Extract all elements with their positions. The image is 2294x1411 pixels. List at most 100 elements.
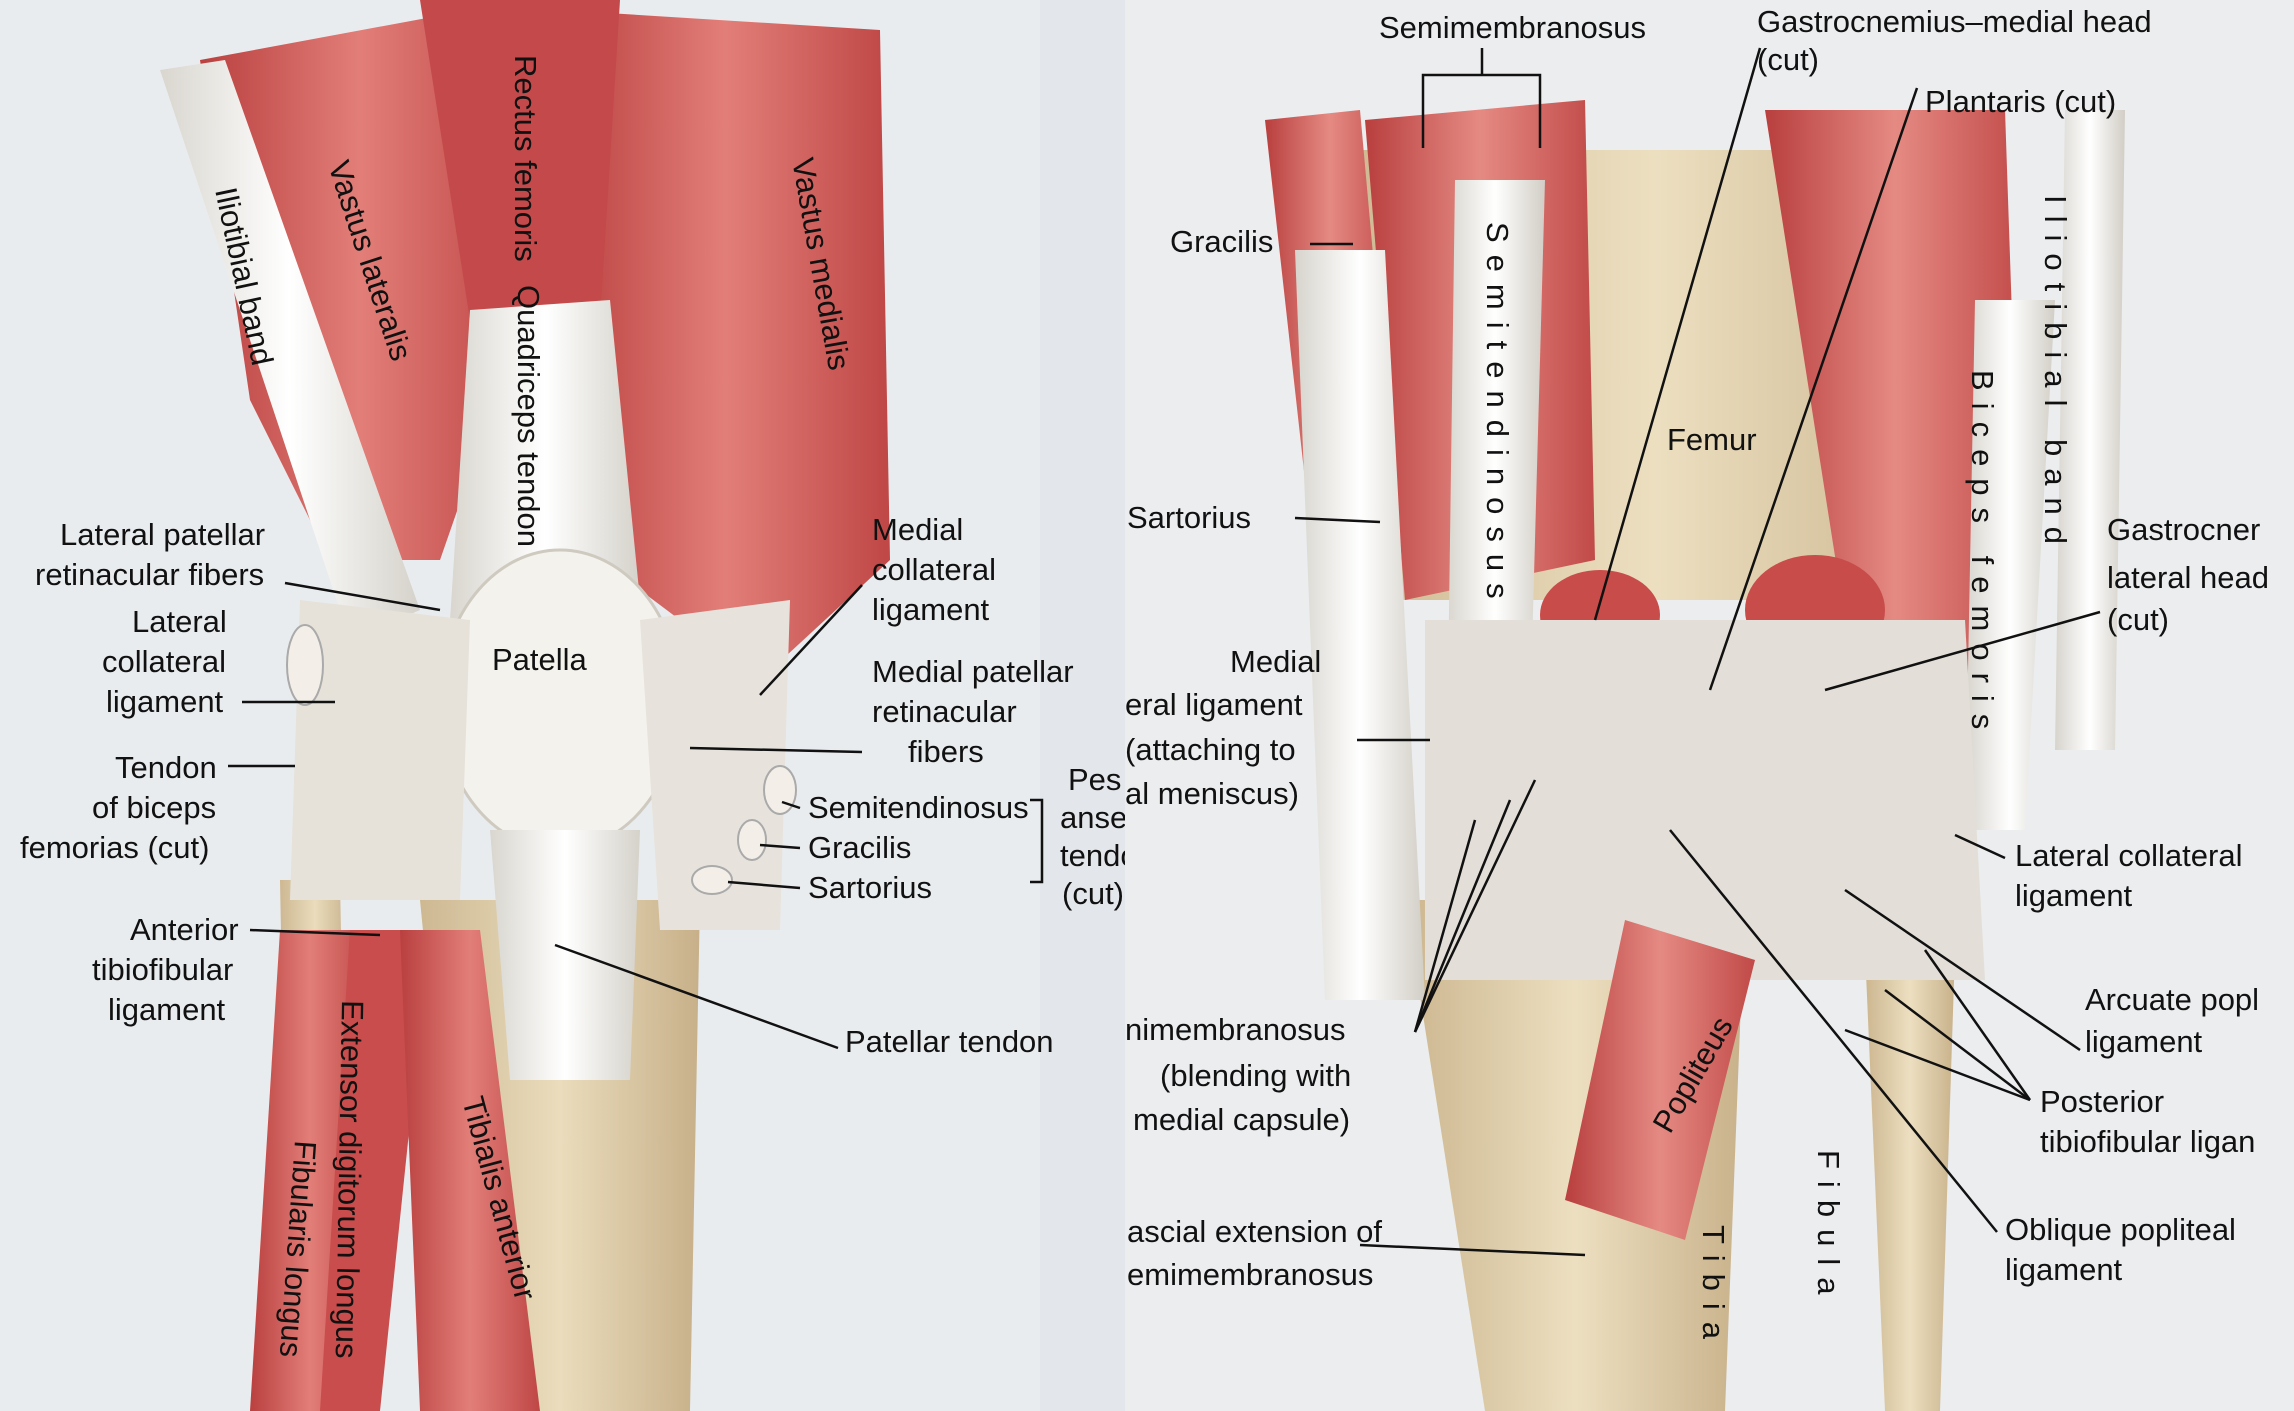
leader-medial-patellar [689,746,863,754]
label-gastroc-lateral-2: lateral head [2107,560,2269,595]
leader-plantaris [1708,87,1919,691]
label-fascial-2: emimembranosus [1127,1257,1373,1292]
gracilis-stump [737,819,767,861]
label-semitendinosus-vertical: Semitendinosus [1480,222,1515,611]
label-arcuate-1: Arcuate popl [2085,982,2259,1017]
label-gastroc-medial-2: (cut) [1757,42,1819,77]
label-iliotibial-vertical: Iliotibial band [2038,195,2073,556]
label-medial-collateral-3: (attaching to [1125,732,1296,767]
label-medial-patellar-3: fibers [908,734,984,769]
label-lateral-collateral-2: collateral [102,644,226,679]
label-semitendinosus: Semitendinosus [808,790,1029,825]
label-anterior-tibiofibular-3: ligament [108,992,226,1027]
leader-medial-collateral [759,584,863,696]
biceps-tendon-stump [286,624,324,706]
biceps-tendon [1965,300,2055,830]
label-arcuate-2: ligament [2085,1024,2203,1059]
leader-patellar-tendon [554,943,839,1050]
patellar-tendon-shape [490,830,640,1080]
label-lateral-collateral-2: ligament [2015,878,2133,913]
sartorius-tendon [1295,250,1425,1000]
leader-semimem-blend-b [1413,799,1512,1033]
label-pes-3: tendon [1060,838,1125,873]
label-medial-patellar-1: Medial patellar [872,654,1074,689]
label-medial-collateral-4: al meniscus) [1125,776,1299,811]
label-gracilis: Gracilis [808,830,911,865]
label-medial-collateral-1: Medial [872,512,963,547]
quadriceps-tendon-shape [450,300,640,620]
label-gastroc-lateral-3: (cut) [2107,602,2169,637]
leader-semitendinosus [781,800,801,810]
label-biceps-vertical: Biceps femoris [1965,370,2000,741]
label-anterior-tibiofibular-1: Anterior [130,912,239,947]
leader-arcuate [1844,888,2081,1052]
background-page-text [1040,0,1125,1411]
label-femur: Femur [1667,422,1757,457]
leader-posterior-tibiofibular-b [1884,989,2031,1101]
posterior-knee-illustration: Semitendinosus Iliotibial band Biceps fe… [1125,4,2269,1411]
sartorius-stump [691,865,733,895]
label-tibia: Tibia [1696,1225,1731,1351]
label-medial-patellar-2: retinacular [872,694,1017,729]
label-lateral-collateral-3: ligament [106,684,224,719]
leader-gracilis [759,843,801,850]
label-pes-1: Pes [1068,762,1121,797]
label-oblique-1: Oblique popliteal [2005,1212,2236,1247]
label-sartorius: Sartorius [1127,500,1251,535]
label-lateral-collateral-1: Lateral [132,604,227,639]
leader-gastroc-medial [1593,47,1762,621]
label-plantaris: Plantaris (cut) [1925,84,2116,119]
label-anterior-tibiofibular-2: tibiofibular [92,952,233,987]
leader-sartorius [727,880,801,890]
label-patellar-tendon: Patellar tendon [845,1024,1054,1059]
leader-semimem-blend-c [1413,779,1537,1033]
label-semimem-blend-1: nimembranosus [1125,1012,1346,1047]
extensor-digitorum-muscle [320,930,430,1411]
label-gastroc-medial-1: Gastrocnemius–medial head [1757,4,2152,39]
fibula-bone [1865,950,1955,1411]
label-rectus-femoris: Rectus femoris [508,55,543,262]
label-pes-4: (cut) [1062,876,1124,911]
leader-semimem-blend-a [1413,819,1477,1033]
label-tendon-biceps-3: femorias (cut) [20,830,209,865]
label-medial-collateral-1: Medial [1230,644,1321,679]
label-fibula: Fibula [1811,1150,1846,1306]
label-semimem-blend-2: (blending with [1160,1058,1351,1093]
label-semimem-blend-3: medial capsule) [1133,1102,1350,1137]
label-patella: Patella [492,642,588,677]
label-pes-2: anseri [1060,800,1125,835]
leader-posterior-tibiofibular-c [1844,1028,2031,1102]
label-fascial-1: ascial extension of [1127,1214,1382,1249]
label-lateral-collateral-1: Lateral collateral [2015,838,2242,873]
label-semimembranosus-top: Semimembranosus [1379,10,1646,45]
patella-shape [438,548,682,852]
label-quadriceps-tendon: Quadriceps tendon [511,285,546,547]
leader-sartorius [1294,516,1381,524]
rectus-femoris-muscle [420,0,620,320]
label-medial-collateral-2: eral ligament [1125,687,1303,722]
iliotibial-band-shape [160,60,420,640]
label-lateral-patellar-1: Lateral patellar [60,517,265,552]
leader-lateral-collateral [1954,833,2006,860]
lateral-retinaculum-shape [290,600,470,900]
semitendinosus-stump [763,765,797,815]
label-medial-collateral-3: ligament [872,592,990,627]
leader-posterior-tibiofibular-a [1923,949,2032,1101]
label-tendon-biceps-1: Tendon [115,750,217,785]
iliotibial-band-shape [2055,110,2125,750]
label-tendon-biceps-2: of biceps [92,790,216,825]
label-medial-collateral-2: collateral [872,552,996,587]
leader-fascial [1359,1243,1586,1257]
anterior-knee-illustration: Iliotibial band Vastus lateralis Rectus … [20,0,1125,1411]
leader-oblique [1669,829,1998,1233]
posterior-knee-panel: Semitendinosus Iliotibial band Biceps fe… [1125,0,2294,1411]
label-gastroc-lateral-1: Gastrocner [2107,512,2260,547]
label-gracilis: Gracilis [1170,224,1273,259]
popliteus-muscle [1565,920,1755,1240]
label-oblique-2: ligament [2005,1252,2123,1287]
biceps-femoris-muscle [1765,110,2025,700]
vastus-medialis-muscle [560,10,890,680]
label-lateral-patellar-2: retinacular fibers [35,557,264,592]
tibialis-anterior-muscle [400,930,540,1411]
label-sartorius: Sartorius [808,870,932,905]
